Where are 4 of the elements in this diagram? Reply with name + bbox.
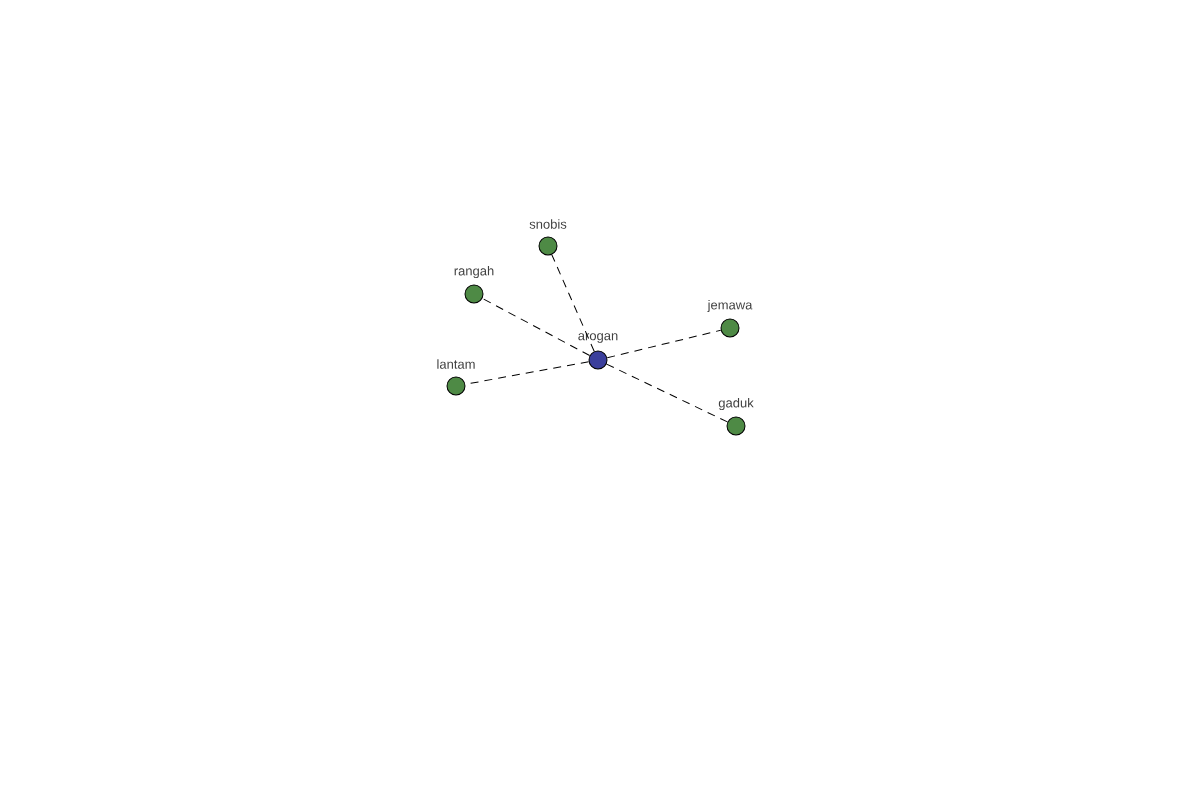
- dashed-line: [606, 363, 728, 423]
- dashed-line: [606, 329, 722, 359]
- dashed-line: [481, 297, 591, 357]
- dashed-line: [551, 254, 595, 352]
